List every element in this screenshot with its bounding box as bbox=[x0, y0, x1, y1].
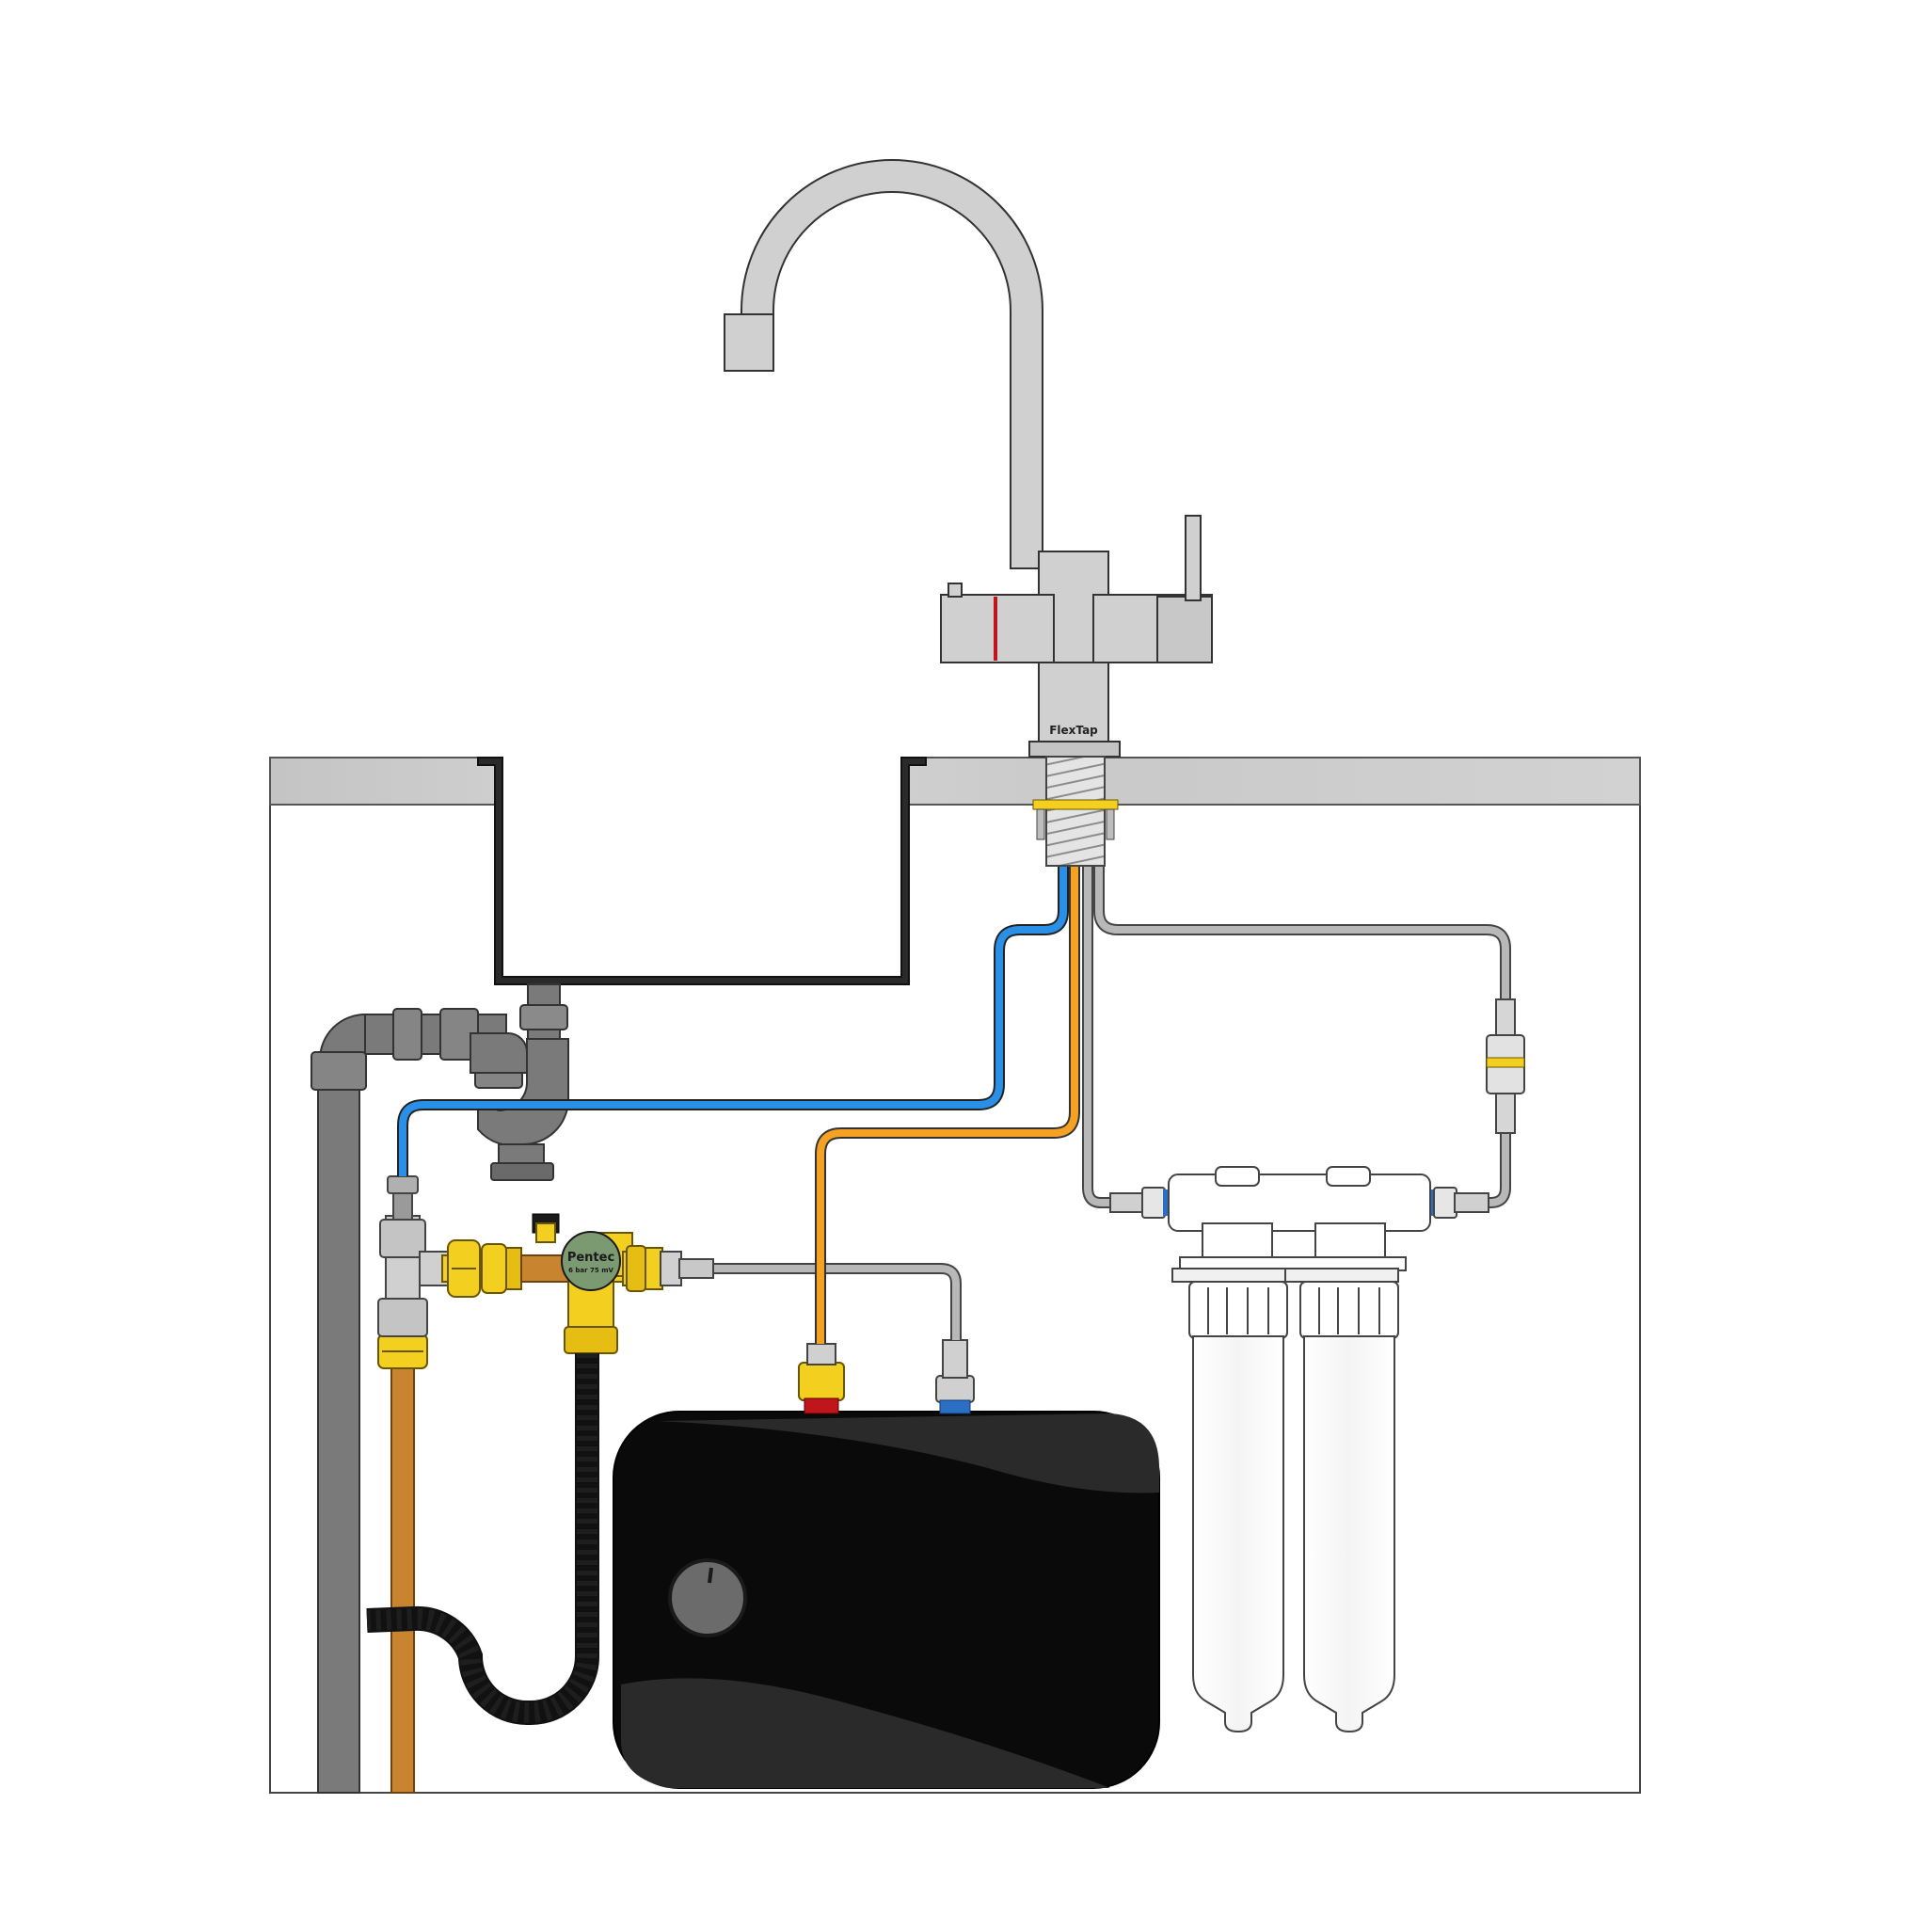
worktop-slab bbox=[269, 757, 1641, 806]
tap-threaded-shank bbox=[1045, 756, 1106, 867]
tank-highlight-bottom bbox=[621, 1678, 1110, 1788]
tap-fixing-washer bbox=[1032, 799, 1119, 810]
inline-check-valve bbox=[1495, 998, 1516, 1038]
sink-bowl bbox=[477, 756, 927, 985]
boiling-water-tap: FlexTap bbox=[724, 159, 1213, 867]
trap-cap bbox=[490, 1162, 554, 1181]
tailpiece-nut bbox=[519, 1004, 568, 1030]
valve-rating-label: 6 bar 75 mV bbox=[568, 1267, 613, 1274]
cold-supply-line bbox=[399, 866, 1067, 1176]
spout-outlet bbox=[724, 313, 774, 372]
valve-brand-label: Pentec bbox=[567, 1251, 614, 1265]
hot-indicator bbox=[994, 597, 997, 661]
tap-lever bbox=[1185, 515, 1202, 601]
sink-basin-outline bbox=[477, 757, 927, 985]
valve-drain-nut bbox=[564, 1326, 618, 1354]
waste-trap bbox=[311, 983, 569, 1794]
hot-supply-line bbox=[817, 866, 1078, 1344]
tank-highlight-top bbox=[659, 1413, 1159, 1493]
feed-lines bbox=[397, 866, 1525, 1344]
tap-brand-label: FlexTap bbox=[1049, 724, 1098, 737]
expansion-drain-hose bbox=[366, 1353, 599, 1725]
cold-feed-line bbox=[681, 1265, 960, 1340]
pressure-valve-cap bbox=[561, 1231, 621, 1291]
filter-cartridge-right bbox=[1299, 1281, 1399, 1733]
brass-nut-2 bbox=[481, 1243, 507, 1294]
worktop bbox=[269, 757, 1641, 806]
tank-hot-outlet-nut bbox=[798, 1362, 845, 1401]
filter-cartridge-left bbox=[1188, 1281, 1288, 1733]
tee-nut-lower bbox=[377, 1298, 428, 1337]
tap-spout bbox=[741, 159, 1043, 569]
tap-base-flange bbox=[1028, 741, 1121, 758]
drain-hose-ribs bbox=[366, 1353, 597, 1723]
filter-head-left bbox=[1202, 1222, 1273, 1262]
filter-manifold bbox=[1168, 1174, 1431, 1232]
mains-supply bbox=[377, 1175, 449, 1794]
temperature-dial bbox=[668, 1558, 747, 1637]
tee-nut-upper bbox=[379, 1219, 426, 1258]
tank-cold-inlet-nut bbox=[935, 1375, 975, 1403]
filter-head-right bbox=[1314, 1222, 1386, 1262]
brass-valve-train: Pentec 6 bar 75 mV bbox=[441, 1213, 682, 1354]
filtered-return-line bbox=[1084, 866, 1116, 1206]
waste-downpipe bbox=[317, 1053, 360, 1794]
filter-feed-line bbox=[1095, 866, 1509, 1206]
waste-coupling-1 bbox=[392, 1008, 422, 1061]
water-filter-unit bbox=[1109, 1166, 1489, 1733]
dial-pointer bbox=[708, 1567, 713, 1584]
copper-supply-pipe bbox=[390, 1360, 415, 1794]
downpipe-collar bbox=[311, 1051, 367, 1091]
hot-water-tank bbox=[613, 1339, 1160, 1789]
